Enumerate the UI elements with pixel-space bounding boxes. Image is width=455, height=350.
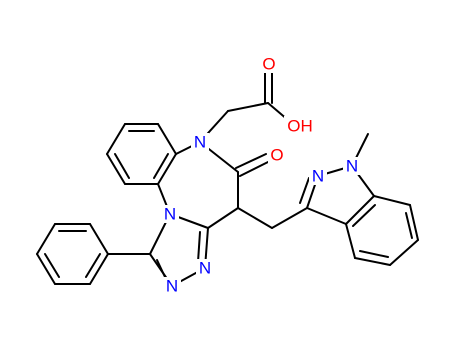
bond-ind-2 <box>409 204 419 241</box>
bond-ch-ch2 <box>237 207 273 229</box>
atom-o-lactam: O <box>270 146 283 165</box>
atom-n-triazole-a: N <box>199 259 211 278</box>
atom-n-triazole-b: N <box>166 277 178 296</box>
bond-c3-n2-inner <box>299 177 310 204</box>
bond-benz-inner-3 <box>114 153 130 179</box>
bond-ph-inner-3 <box>85 253 101 278</box>
bond-ind-3 <box>389 239 419 266</box>
atom-layer: O OH O N N N N N N <box>161 55 361 296</box>
bond-ph-1 <box>89 223 109 255</box>
bond-ccarbonyl-o-1 <box>235 153 267 169</box>
bond-ph-inner-2 <box>44 253 60 278</box>
atom-n-indazole-2: N <box>312 167 324 186</box>
atom-n-indazole-1: N <box>346 157 358 176</box>
bond-ctriazole-na-inner <box>197 231 201 263</box>
atom-n-lactam: N <box>194 133 206 152</box>
bond-layer <box>36 67 419 287</box>
bond-nb-cphenyl-inner <box>156 259 166 278</box>
bond-benz-5 <box>106 153 126 185</box>
atom-oh-acid: OH <box>287 117 313 136</box>
bond-benz-inner-2 <box>153 153 169 179</box>
atom-o-carbonyl-acid: O <box>262 55 275 74</box>
bond-ch-ctriazole <box>207 207 239 229</box>
bond-benz-6 <box>106 123 126 155</box>
bond-ph-3 <box>36 223 56 255</box>
bond-ph-6 <box>89 253 109 285</box>
bond-c3a-c3 <box>306 207 347 225</box>
bond-ind-inner-3 <box>352 204 376 227</box>
bond-ccarbonyl-o-2 <box>239 161 269 177</box>
bond-benz-3 <box>157 153 177 185</box>
bond-benz-2 <box>157 123 177 155</box>
bond-ind-5 <box>345 223 356 259</box>
bond-ind-inner-2 <box>359 250 389 258</box>
bond-ph-4 <box>36 253 56 285</box>
bond-ind-4 <box>354 257 391 266</box>
atom-n-ring-fusion: N <box>164 205 176 224</box>
bond-ch2-indazole <box>271 207 308 229</box>
bond-ind-inner-1 <box>405 212 413 239</box>
bond-ind-1 <box>373 195 411 206</box>
bond-ch2-cooh <box>227 102 269 112</box>
bond-c7a-c3a <box>345 195 375 225</box>
